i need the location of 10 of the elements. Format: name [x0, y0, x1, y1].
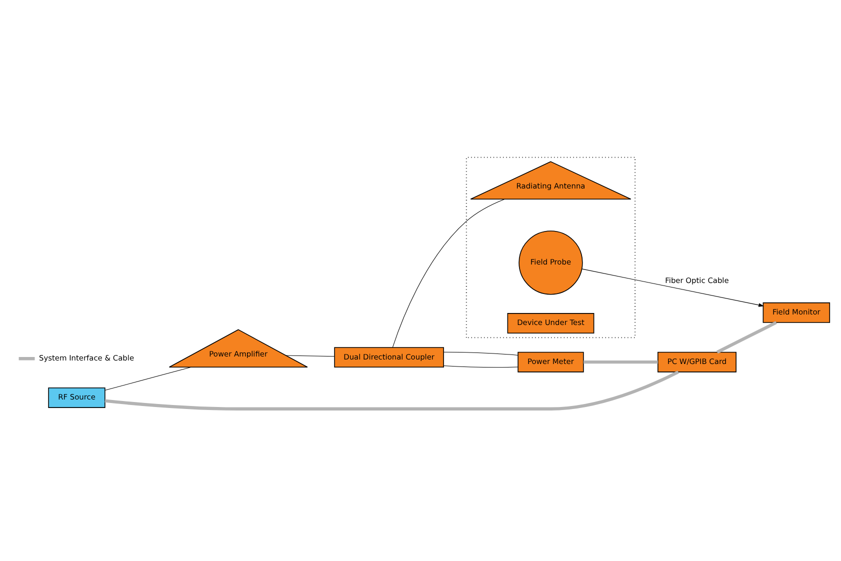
connector [104, 366, 192, 390]
connector [286, 354, 335, 356]
connector [584, 360, 658, 364]
connector [392, 198, 505, 348]
connector [443, 351, 518, 355]
cluster [466, 156, 636, 338]
connector [104, 370, 679, 410]
connector [716, 320, 777, 354]
arrow [582, 268, 764, 306]
connector [443, 364, 518, 368]
